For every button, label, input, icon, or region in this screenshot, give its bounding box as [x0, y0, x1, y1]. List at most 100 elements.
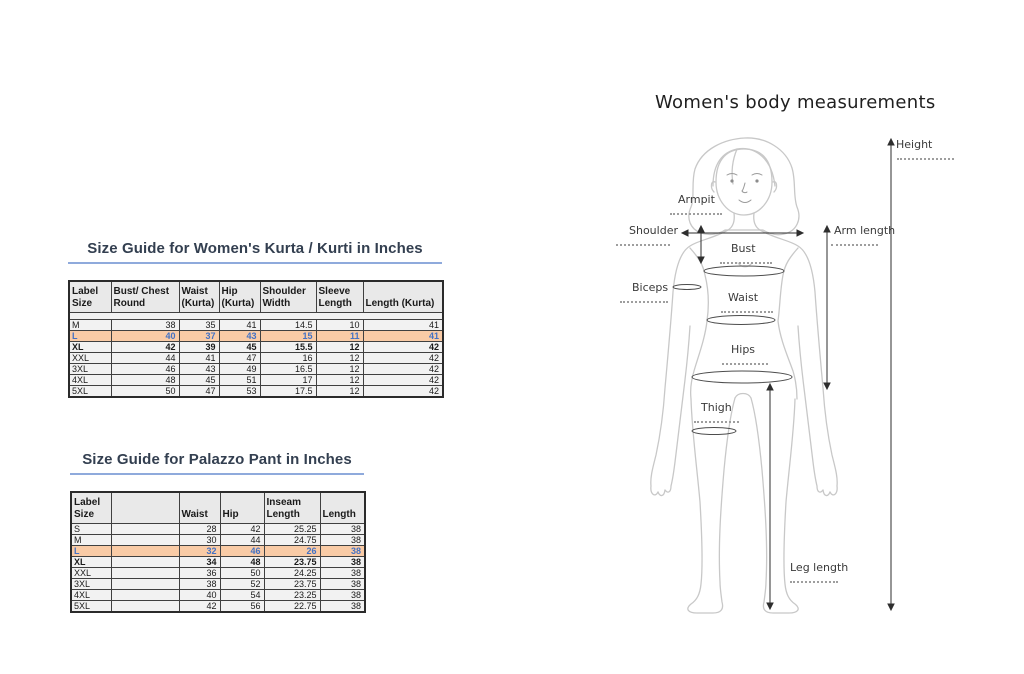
- measurement-cell: 51: [218, 374, 261, 386]
- column-header: Label Size: [68, 280, 112, 313]
- dotted-line: [897, 158, 954, 160]
- measurement-cell: 15: [259, 330, 317, 342]
- measure-label-arm-length: Arm length: [831, 224, 895, 246]
- measurement-cell: 42: [178, 600, 221, 613]
- spacer-row: [68, 312, 444, 320]
- measurement-cell: 56: [219, 600, 265, 613]
- face-features: [726, 173, 763, 203]
- hips-ellipse: [691, 370, 793, 384]
- measurement-cell: 22.75: [263, 600, 321, 613]
- dotted-line: [790, 581, 838, 583]
- measurement-cell: 46: [219, 545, 265, 557]
- size-label-cell: L: [70, 545, 112, 557]
- measurement-cell: 26: [263, 545, 321, 557]
- measurement-cell: 42: [362, 385, 444, 398]
- measurement-cell: 17.5: [259, 385, 317, 398]
- measurement-cell: 42: [362, 352, 444, 364]
- measurement-cell: 35: [178, 319, 220, 331]
- column-header: Bust/ Chest Round: [110, 280, 180, 313]
- measurement-cell: 15.5: [259, 341, 317, 353]
- dotted-line: [831, 244, 878, 246]
- measurement-cell: 34: [178, 556, 221, 568]
- column-header: Waist: [178, 491, 221, 524]
- bust-ellipse: [703, 265, 785, 277]
- measurement-cell: 41: [362, 330, 444, 342]
- measurement-cell: 38: [319, 567, 366, 579]
- kurta-guide-title: Size Guide for Women's Kurta / Kurti in …: [68, 240, 442, 264]
- measurement-cell: 41: [362, 319, 444, 331]
- column-header: Waist (Kurta): [178, 280, 220, 313]
- measurement-cell: 38: [319, 556, 366, 568]
- size-label-cell: L: [68, 330, 112, 342]
- measurement-cell: 39: [178, 341, 220, 353]
- measurement-cell: 54: [219, 589, 265, 601]
- measurement-cell: 12: [315, 341, 364, 353]
- measurement-cell: 12: [315, 385, 364, 398]
- size-label-cell: M: [68, 319, 112, 331]
- measurement-cell: 38: [110, 319, 180, 331]
- measurement-cell: 12: [315, 363, 364, 375]
- size-label-cell: 3XL: [70, 578, 112, 590]
- measure-label-hips: Hips: [722, 343, 768, 365]
- measurement-cell: [110, 589, 180, 601]
- dotted-line: [721, 311, 773, 313]
- measurement-cell: 16: [259, 352, 317, 364]
- body-measurements-diagram: Women's body measurements: [600, 80, 1024, 640]
- waist-ellipse: [706, 315, 776, 325]
- dotted-line: [616, 244, 670, 246]
- measurement-cell: 40: [178, 589, 221, 601]
- measure-label-bust: Bust: [720, 242, 772, 264]
- diagram-title: Women's body measurements: [655, 92, 936, 113]
- measurement-cell: [110, 545, 180, 557]
- measurement-cell: 25.25: [263, 523, 321, 535]
- measurement-cell: 45: [218, 341, 261, 353]
- measurement-cell: 17: [259, 374, 317, 386]
- measurement-cell: 42: [362, 363, 444, 375]
- measurement-cell: [110, 534, 180, 546]
- measurement-cell: 50: [110, 385, 180, 398]
- column-header: Hip: [219, 491, 265, 524]
- measurement-cell: 47: [218, 352, 261, 364]
- measurement-cell: 23.25: [263, 589, 321, 601]
- measurement-cell: [110, 600, 180, 613]
- measurement-cell: 52: [219, 578, 265, 590]
- measurement-cell: 41: [178, 352, 220, 364]
- dotted-line: [722, 363, 768, 365]
- column-header: Shoulder Width: [259, 280, 317, 313]
- biceps-ellipse: [672, 284, 702, 290]
- measurement-cell: 43: [218, 330, 261, 342]
- column-header: Length: [319, 491, 366, 524]
- measurement-cell: 50: [219, 567, 265, 579]
- measurement-cell: 38: [319, 589, 366, 601]
- measurement-cell: 14.5: [259, 319, 317, 331]
- measurement-cell: [110, 523, 180, 535]
- column-header: Inseam Length: [263, 491, 321, 524]
- size-label-cell: 5XL: [68, 385, 112, 398]
- kurta-size-guide-section: Size Guide for Women's Kurta / Kurti in …: [68, 240, 444, 398]
- measurement-cell: [110, 567, 180, 579]
- measurement-cell: 28: [178, 523, 221, 535]
- measurement-cell: 49: [218, 363, 261, 375]
- column-header: Hip (Kurta): [218, 280, 261, 313]
- dotted-line: [720, 262, 772, 264]
- measurement-cell: 10: [315, 319, 364, 331]
- measurement-cell: 38: [178, 578, 221, 590]
- size-label-cell: 4XL: [68, 374, 112, 386]
- size-label-cell: M: [70, 534, 112, 546]
- measurement-cell: 16.5: [259, 363, 317, 375]
- measure-label-shoulder: Shoulder: [616, 224, 678, 246]
- measurement-cell: 24.75: [263, 534, 321, 546]
- dotted-line: [694, 421, 739, 423]
- measurement-cell: 53: [218, 385, 261, 398]
